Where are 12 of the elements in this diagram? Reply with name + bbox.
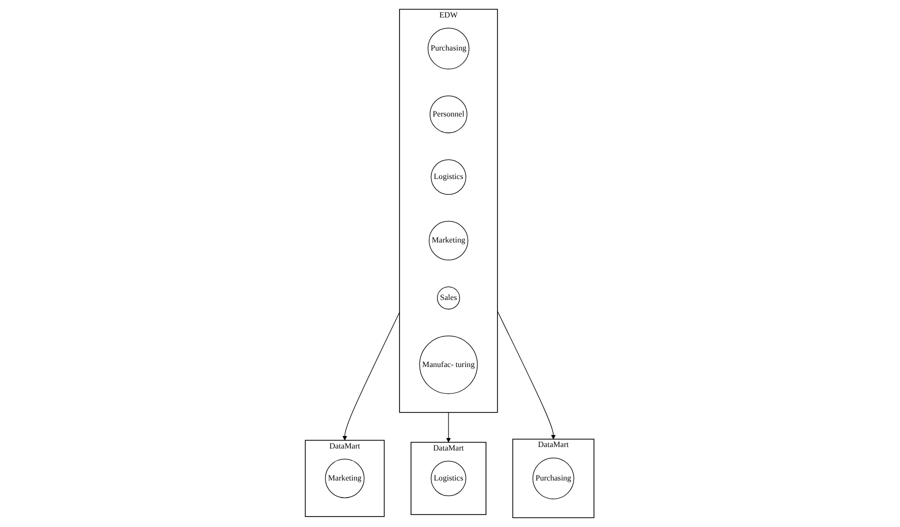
node-circle: Marketing (325, 458, 365, 498)
node-circle: Marketing (429, 220, 469, 260)
node-circle: Logistics (431, 159, 467, 195)
node-circle: Logistics (431, 460, 467, 496)
node-circle: Purchasing (532, 458, 575, 500)
arrow (446, 412, 452, 442)
arrow (498, 310, 556, 440)
node-circle: Personnel (430, 96, 468, 134)
node-circle: Sales (437, 286, 460, 310)
node-circle: Purchasing (428, 28, 470, 70)
arrow (342, 312, 400, 440)
node-circle: Manufac- turing (420, 336, 478, 394)
